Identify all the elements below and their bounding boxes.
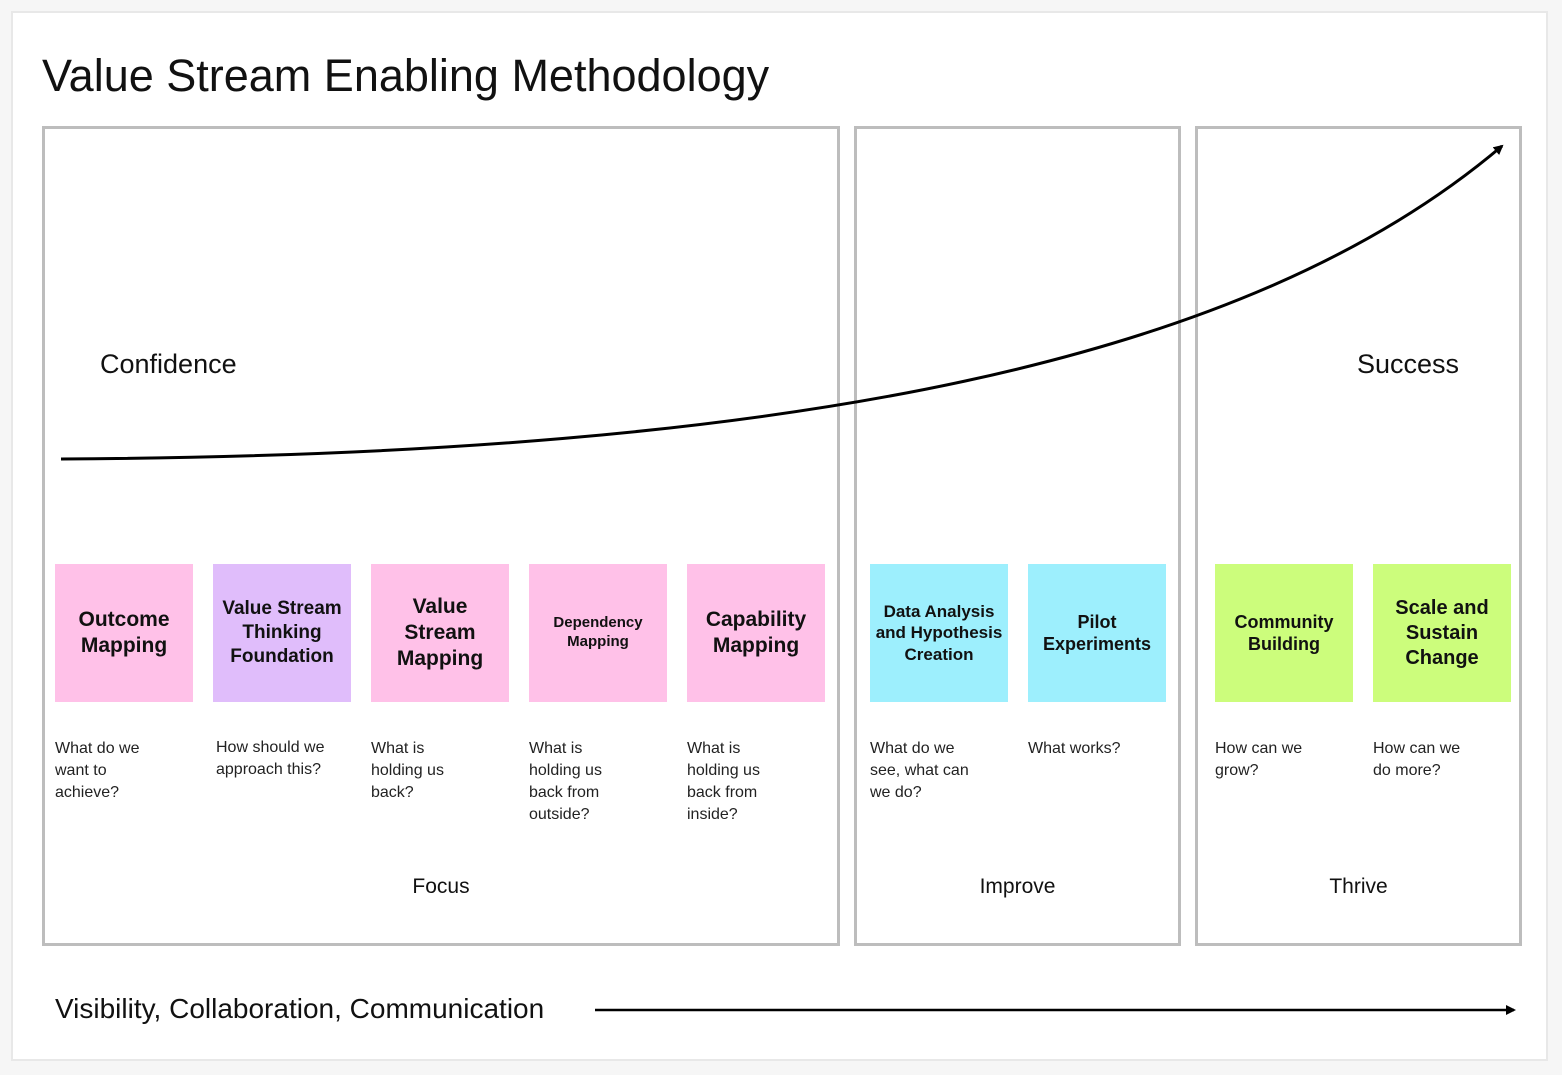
phase-label-thrive: Thrive	[1329, 875, 1388, 898]
note-question: How can we grow?	[1215, 740, 1303, 779]
note-question: What do we see, what can we do?	[870, 740, 969, 801]
note-title: Data Analysis and Hypothesis Creation	[875, 602, 1003, 664]
confidence-label: Confidence	[100, 349, 237, 379]
note-question: What works?	[1028, 740, 1121, 757]
page-title: Value Stream Enabling Methodology	[42, 50, 770, 101]
phase-improve: Improve	[854, 126, 1181, 946]
phase-focus: Focus	[42, 126, 840, 946]
note-title: Pilot Experiments	[1042, 611, 1152, 655]
sticky-note-pilot-experiments: Pilot Experiments	[1028, 564, 1166, 702]
note-title: Dependency Mapping	[553, 614, 643, 650]
phase-thrive: Thrive	[1195, 126, 1522, 946]
confidence-growth-curve	[60, 144, 1504, 461]
sticky-note-outcome-mapping: Outcome Mapping	[55, 564, 193, 702]
note-question: How should we approach this?	[216, 739, 325, 778]
note-question: How can we do more?	[1373, 740, 1461, 779]
sticky-note-scale-and-sustain-change: Scale and Sustain Change	[1373, 564, 1511, 702]
note-question: What do we want to achieve?	[55, 740, 140, 801]
note-question: What is holding us back from inside?	[687, 740, 760, 823]
sticky-note-capability-mapping: Capability Mapping	[687, 564, 825, 702]
note-question: What is holding us back?	[371, 740, 444, 801]
sticky-note-value-stream-mapping: Value Stream Mapping	[371, 564, 509, 702]
success-label: Success	[1357, 349, 1460, 379]
note-title: Scale and Sustain Change	[1395, 596, 1489, 669]
note-title: Value Stream Mapping	[396, 594, 484, 671]
note-title: Value Stream Thinking Foundation	[222, 598, 342, 667]
sticky-note-value-stream-thinking-foundation: Value Stream Thinking Foundation	[213, 564, 351, 702]
bottom-theme-label: Visibility, Collaboration, Communication	[55, 993, 545, 1024]
note-title: Community Building	[1234, 611, 1334, 655]
canvas	[11, 11, 1548, 1061]
sticky-note-data-analysis: Data Analysis and Hypothesis Creation	[870, 564, 1008, 702]
sticky-note-dependency-mapping: Dependency Mapping	[529, 564, 667, 702]
sticky-note-community-building: Community Building	[1215, 564, 1353, 702]
phase-label-improve: Improve	[979, 875, 1056, 898]
phase-label-focus: Focus	[412, 875, 470, 898]
note-title: Outcome Mapping	[78, 607, 170, 657]
note-title: Capability Mapping	[705, 607, 807, 657]
note-question: What is holding us back from outside?	[529, 740, 602, 823]
